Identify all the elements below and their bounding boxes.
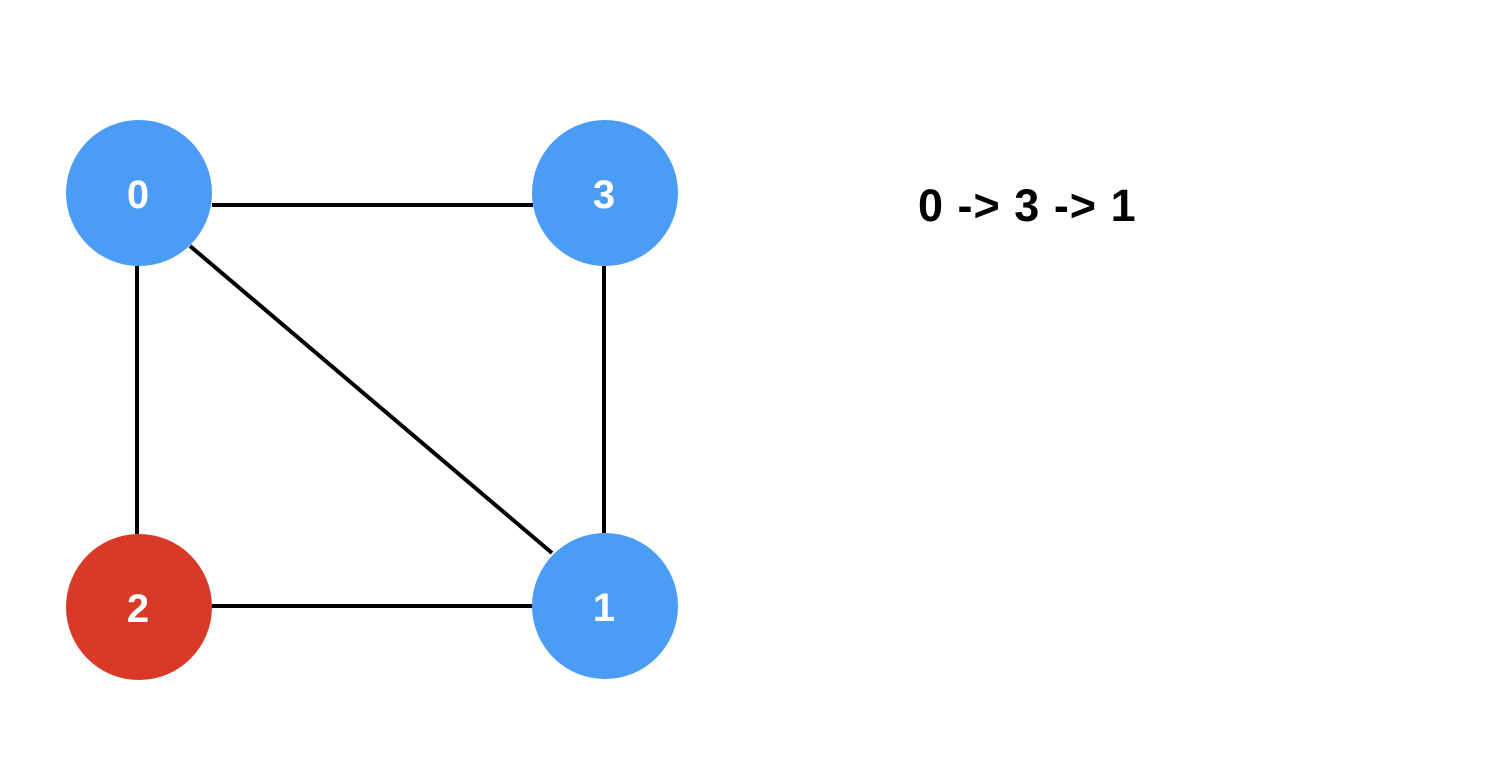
node-3-label: 3	[593, 173, 615, 217]
node-1-circle[interactable]	[532, 533, 678, 679]
node-1-label: 1	[593, 586, 615, 630]
node-layer: 0 3 2 1	[66, 120, 678, 680]
edge-0-1	[188, 244, 554, 555]
path-annotation-text: 0 -> 3 -> 1	[918, 180, 1137, 231]
graph-node-3[interactable]: 3	[532, 120, 678, 266]
node-0-circle[interactable]	[66, 120, 212, 266]
graph-node-1[interactable]: 1	[532, 533, 678, 679]
graph-node-2[interactable]: 2	[66, 534, 212, 680]
graph-node-0[interactable]: 0	[66, 120, 212, 266]
node-2-circle[interactable]	[66, 534, 212, 680]
node-3-circle[interactable]	[532, 120, 678, 266]
edge-layer	[135, 203, 606, 608]
node-2-label: 2	[127, 587, 149, 631]
node-0-label: 0	[127, 173, 149, 217]
